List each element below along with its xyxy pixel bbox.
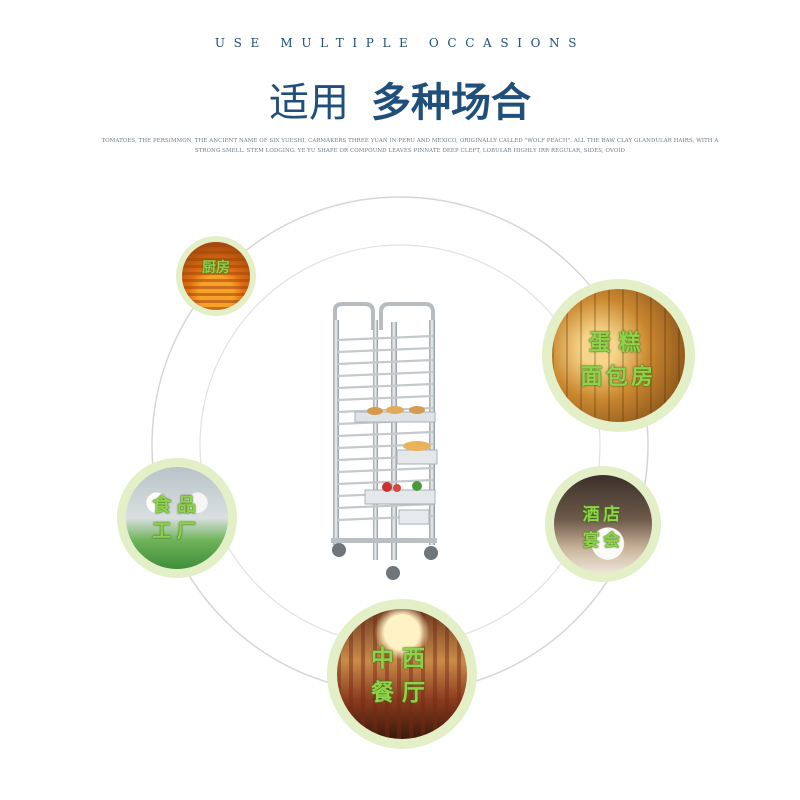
occasion-label-line2: 面包房 — [580, 365, 657, 390]
occasion-badge-restaurant: 中西 餐厅 — [327, 599, 477, 749]
restaurant-photo — [337, 609, 467, 739]
bakery-photo — [552, 289, 685, 422]
occasion-label-line2: 餐厅 — [370, 680, 434, 706]
description-text: TOMATOES, THE PERSIMMON, THE ANCIENT NAM… — [101, 138, 719, 154]
occasion-label-line2: 工厂 — [152, 520, 202, 542]
hotel-banquet-photo — [554, 475, 652, 573]
title-bold: 多种场合 — [371, 80, 531, 126]
occasion-label-line1: 蛋糕 — [588, 331, 649, 356]
food-factory-photo — [126, 467, 228, 569]
occasion-badge-bakery: 蛋糕 面包房 — [542, 279, 695, 432]
tray-rack-image — [331, 302, 438, 580]
title-light: 适用 — [269, 80, 349, 126]
eyebrow-text: USE MULTIPLE OCCASIONS — [214, 36, 586, 50]
occasion-label-line1: 食品 — [152, 494, 202, 516]
occasion-label-line2: 宴会 — [582, 531, 624, 551]
occasion-badge-food-factory: 食品 工厂 — [117, 458, 237, 578]
occasion-label-line1: 厨房 — [202, 260, 230, 276]
occasion-label-line1: 中西 — [370, 646, 434, 672]
kitchen-photo — [182, 242, 250, 310]
page-title: 适用多种场合 — [0, 70, 800, 128]
occasion-label-line1: 酒店 — [582, 505, 624, 525]
occasion-badge-kitchen: 厨房 — [176, 236, 256, 316]
occasion-badge-hotel-banquet: 酒店 宴会 — [545, 466, 661, 582]
